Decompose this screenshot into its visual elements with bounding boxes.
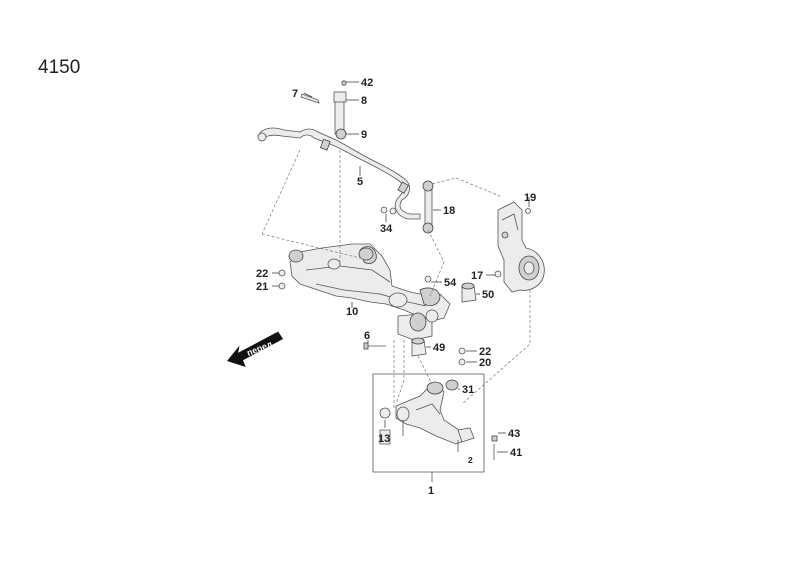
stabilizer-bar: [257, 127, 421, 220]
callout-7: 7: [292, 88, 298, 100]
callout-21: 21: [256, 281, 268, 293]
callout-22b: 22: [479, 346, 491, 358]
callout-50: 50: [482, 289, 494, 301]
callout-42: 42: [361, 77, 373, 89]
leader-lines: [272, 81, 530, 453]
callout-1: 1: [428, 485, 434, 497]
diagram-code: 4150: [38, 57, 81, 78]
forward-arrow: [226, 331, 284, 368]
callout-22a: 22: [256, 268, 268, 280]
subframe: [288, 243, 451, 341]
callout-34: 34: [380, 223, 393, 235]
callout-5: 5: [357, 176, 363, 188]
callout-2: 2: [468, 455, 473, 465]
callout-9: 9: [361, 129, 367, 141]
callout-17: 17: [471, 270, 483, 282]
bushing-50: [461, 282, 477, 303]
steering-knuckle: [497, 201, 545, 293]
hardware-bolts: [278, 206, 531, 366]
callout-8: 8: [361, 95, 367, 107]
callout-41: 41: [510, 447, 522, 459]
assembly-lines: [261, 149, 531, 410]
callout-43: 43: [508, 428, 520, 440]
callout-19: 19: [524, 192, 536, 204]
callout-31: 31: [462, 384, 474, 396]
callout-20: 20: [479, 357, 491, 369]
stabilizer-bracket: [300, 80, 347, 140]
callout-10: 10: [346, 306, 358, 318]
callout-6: 6: [364, 330, 370, 342]
control-arm-kit-frame: [372, 373, 485, 482]
callout-18: 18: [443, 205, 455, 217]
callout-49: 49: [433, 342, 445, 354]
lower-control-arm: [379, 379, 498, 460]
callout-54: 54: [444, 277, 457, 289]
callout-13: 13: [378, 433, 390, 445]
callout-labels: 42 7 8 9 5 19 18 34 22 17 54 21 50 10 6 …: [256, 77, 536, 497]
bushing-49: [411, 337, 427, 357]
stabilizer-link: [389, 180, 434, 234]
